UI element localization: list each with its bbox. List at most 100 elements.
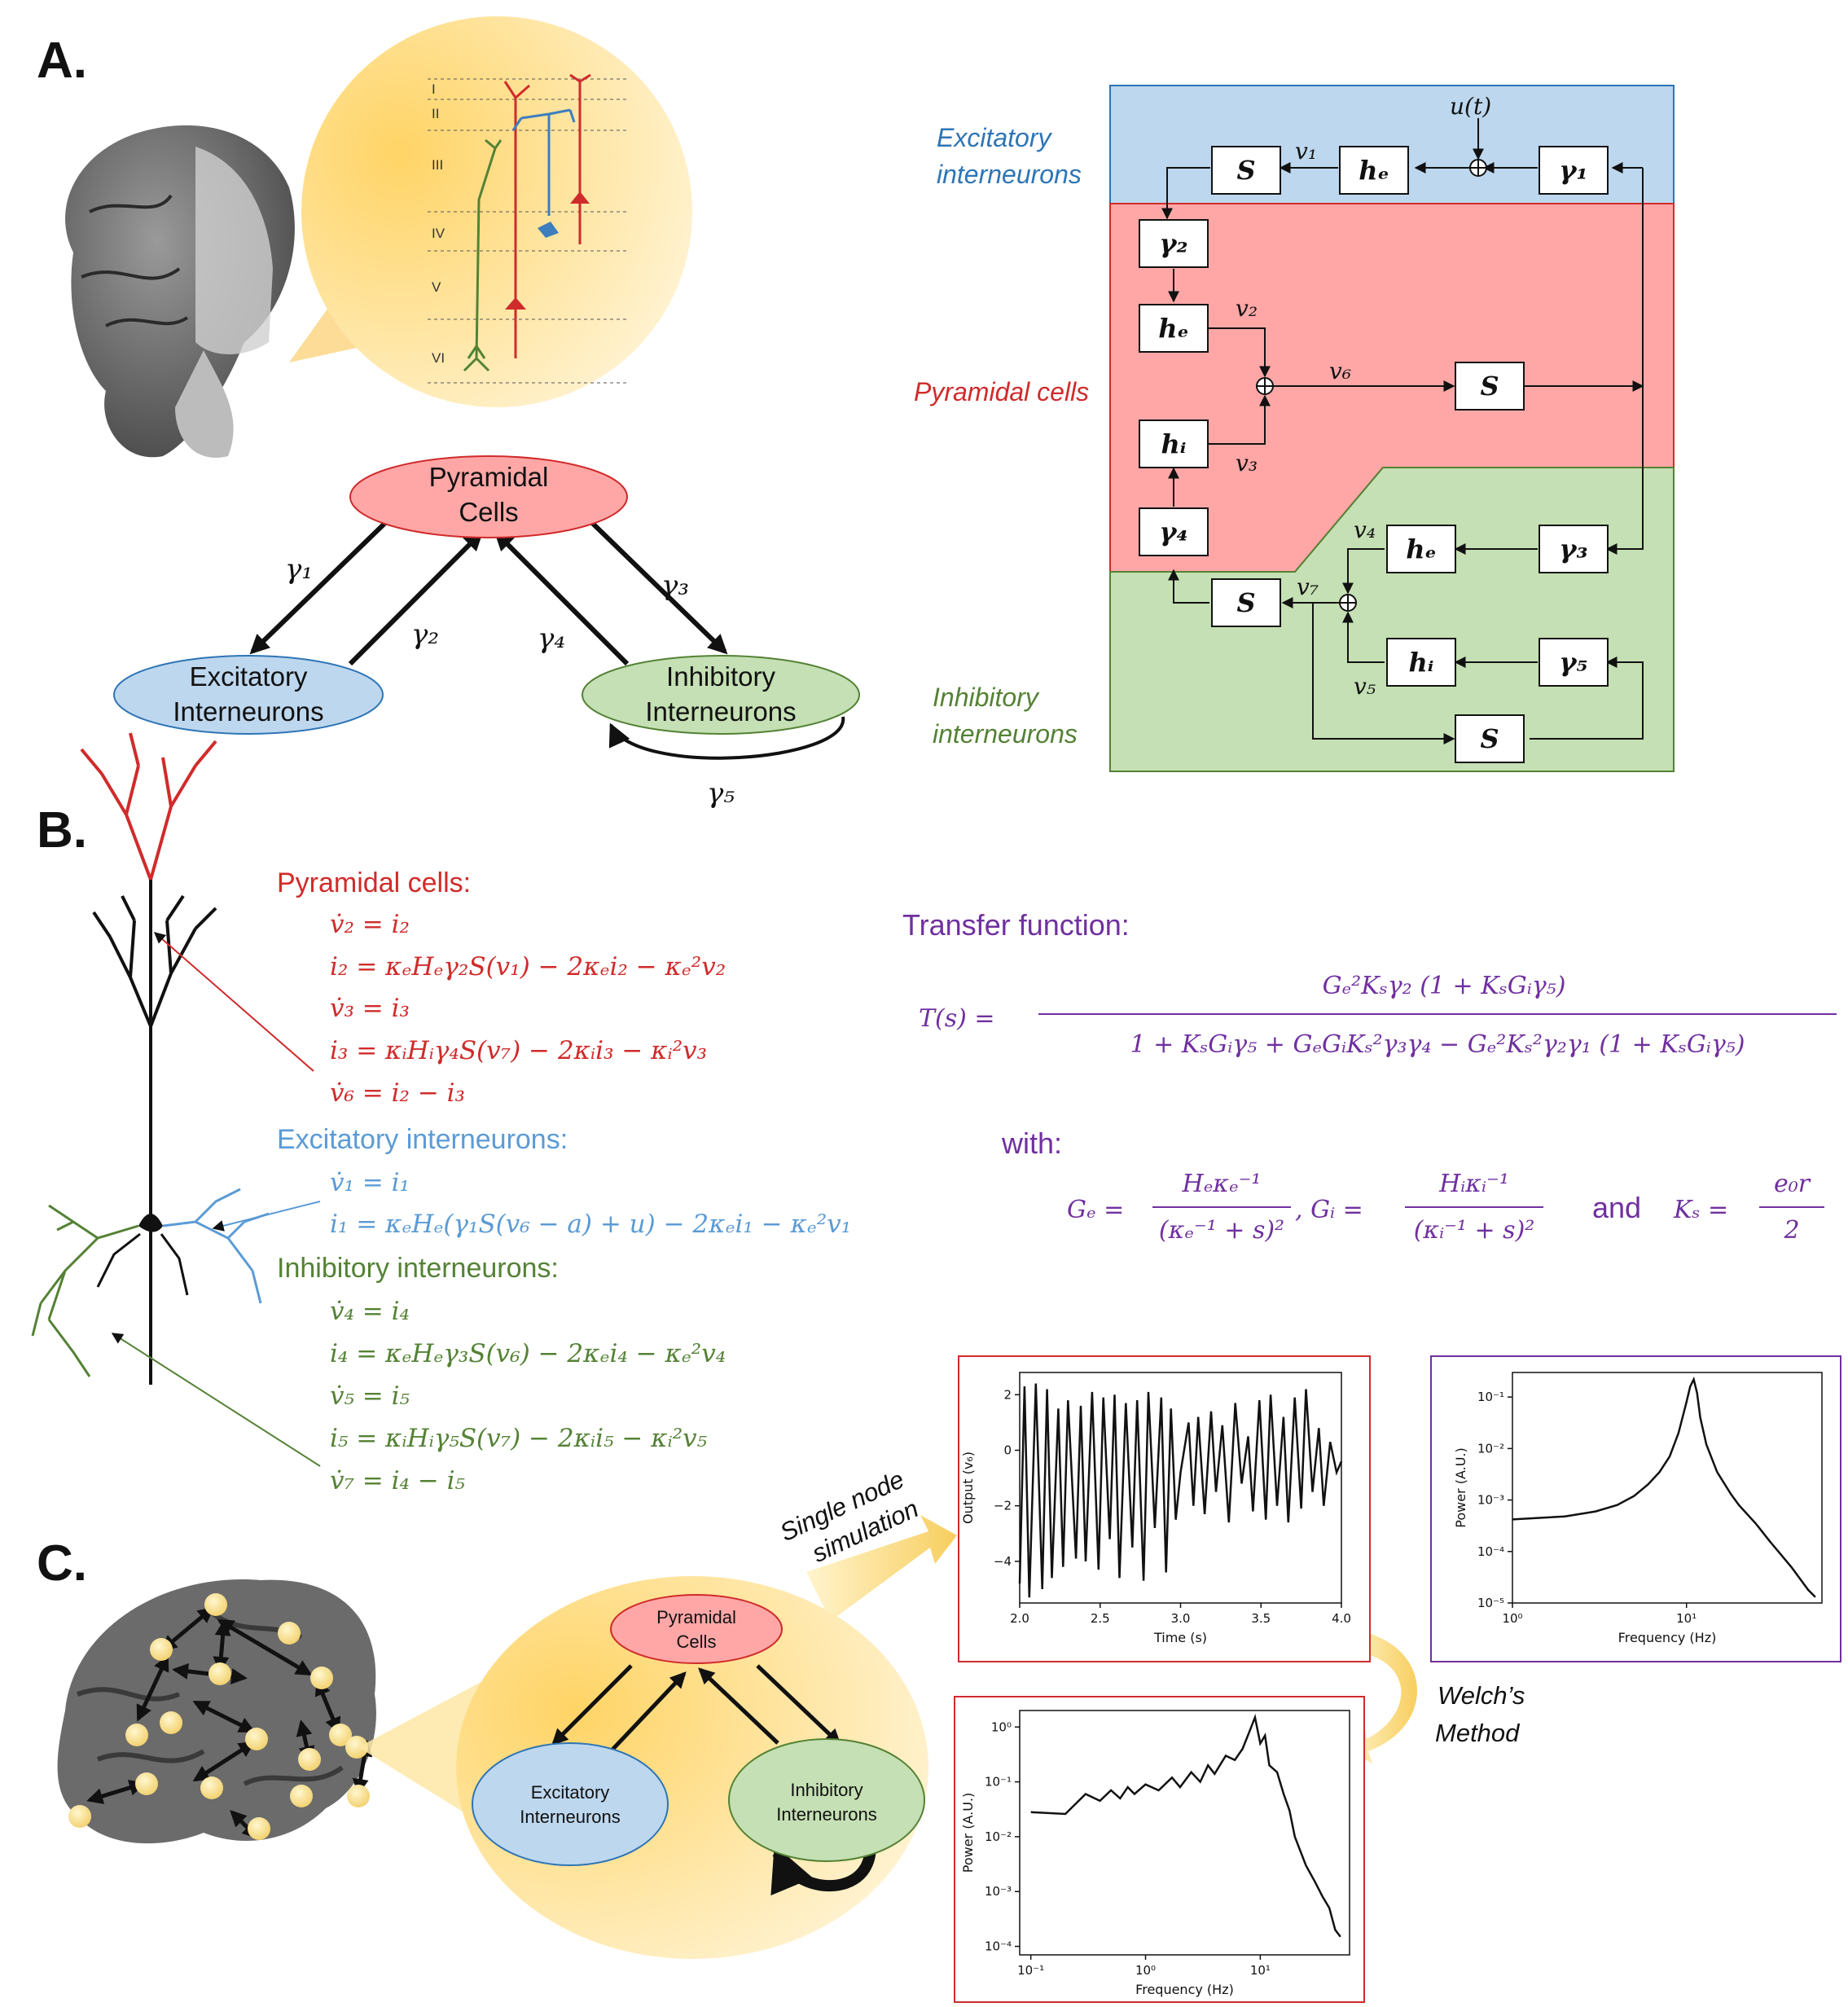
transfer-spectrum-frame <box>1430 1355 1841 1662</box>
block-gamma3-label: γ₃ <box>1559 534 1587 564</box>
x-tick-label: 3.0 <box>1171 1611 1191 1626</box>
layer-vi: VI <box>432 350 445 366</box>
block-s-inhibitory-out-label: S <box>1236 587 1255 618</box>
label-gamma4: γ₄ <box>538 622 565 655</box>
small-node-pyramidal-line2: Cells <box>677 1632 717 1652</box>
tf-lhs: T(s) = <box>919 1004 995 1033</box>
node-inhibitory <box>582 655 860 735</box>
node-inhibitory-line1: Inhibitory <box>666 661 775 692</box>
block-hi-inhibitory-label: hᵢ <box>1409 647 1434 678</box>
signal-v1: v₁ <box>1295 138 1317 165</box>
tf-gi-lhs: , Gᵢ = <box>1295 1196 1363 1224</box>
transfer-function: Transfer function: T(s) = Gₑ²Kₛγ₂ (1 + K… <box>902 908 1837 1245</box>
block-s-excitatory <box>1211 146 1281 195</box>
simulation-arrow <box>806 1515 957 1621</box>
y-tick-label: 10⁻³ <box>1477 1493 1504 1508</box>
y-axis-label: Output (v₆) <box>960 1451 976 1524</box>
y-tick-label: 10⁻⁵ <box>1477 1596 1504 1610</box>
tf-numerator: Gₑ²Kₛγ₂ (1 + KₛGᵢγ₅) <box>1323 972 1566 1000</box>
x-axis-label: Frequency (Hz) <box>1618 1630 1717 1645</box>
label-gamma2: γ₂ <box>411 618 439 651</box>
small-node-inhibitory-line2: Interneurons <box>776 1804 877 1825</box>
eq-pyr-2: i₂ = κₑHₑγ₂S(v₁) − 2κₑi₂ − κₑ²v₂ <box>330 952 726 982</box>
small-node-pyramidal <box>610 1594 783 1664</box>
block-he-pyramidal <box>1139 304 1209 353</box>
block-gamma5 <box>1539 638 1609 687</box>
single-node-graph: Pyramidal Cells Excitatory Interneurons … <box>472 1594 925 1896</box>
x-tick-label: 10¹ <box>1250 1963 1271 1978</box>
welch-line2: Method <box>1435 1719 1521 1747</box>
block-s-inhibitory-loop <box>1455 714 1525 763</box>
eq-header-inhibitory: Inhibitory interneurons: <box>277 1253 559 1284</box>
series-line-0 <box>1512 1376 1816 1598</box>
y-axis-label: Power (A.U.) <box>960 1793 976 1873</box>
block-hi-pyramidal-label: hᵢ <box>1161 428 1187 459</box>
block-he-excitatory-label: hₑ <box>1359 155 1389 186</box>
tf-with: with: <box>1001 1126 1062 1160</box>
block-s-pyramidal <box>1455 362 1525 411</box>
arrow-gamma4 <box>494 530 630 666</box>
y-tick-label: 10⁰ <box>991 1719 1012 1734</box>
block-s-inhibitory-loop-label: S <box>1480 723 1499 754</box>
layer-v: V <box>432 279 441 295</box>
block-he-inhibitory <box>1386 525 1456 573</box>
series-line-0 <box>1018 1383 1343 1598</box>
node-pyramidal <box>349 455 628 538</box>
block-gamma4-label: γ₄ <box>1159 516 1187 547</box>
y-axis-label: Power (A.U.) <box>1453 1447 1468 1528</box>
layer-neurons <box>463 73 591 372</box>
block-gamma5-label: γ₅ <box>1559 647 1587 678</box>
small-node-inhibitory-line1: Inhibitory <box>790 1780 863 1800</box>
block-s-pyramidal-label: S <box>1480 371 1499 402</box>
region-label-inhibitory-2: interneurons <box>933 719 1078 749</box>
block-gamma3 <box>1539 525 1609 573</box>
label-gamma3: γ₃ <box>661 569 689 602</box>
tf-and: and <box>1592 1191 1641 1224</box>
y-tick-label: 10⁻³ <box>985 1884 1012 1899</box>
y-tick-label: 10⁻⁴ <box>1477 1544 1504 1559</box>
x-axis-label: Time (s) <box>1153 1630 1207 1645</box>
eq-header-pyramidal: Pyramidal cells: <box>277 867 471 898</box>
tf-header: Transfer function: <box>902 908 1130 942</box>
layer-iii: III <box>432 157 443 173</box>
tf-ge-den: (κₑ⁻¹ + s)² <box>1159 1216 1284 1245</box>
tf-denominator: 1 + KₛGᵢγ₅ + GₑGᵢKₛ²γ₃γ₄ − Gₑ²Kₛ²γ₂γ₁ (1… <box>1130 1030 1745 1059</box>
y-tick-label: −4 <box>994 1554 1012 1569</box>
plot-area <box>1512 1372 1823 1604</box>
tf-gi-den: (κᵢ⁻¹ + s)² <box>1414 1216 1535 1245</box>
tf-ks-lhs: Kₛ = <box>1673 1196 1728 1224</box>
panel-b-label: B. <box>37 802 87 859</box>
input-label: u(t) <box>1450 93 1491 120</box>
tf-ks-num: e₀r <box>1774 1170 1811 1198</box>
region-label-pyramidal: Pyramidal cells <box>914 377 1089 406</box>
eq-inh-2: i₄ = κₑHₑγ₃S(v₆) − 2κₑi₄ − κₑ²v₄ <box>330 1339 726 1368</box>
block-s-excitatory-label: S <box>1236 155 1255 186</box>
arrow-gamma2 <box>348 530 484 666</box>
block-gamma2-label: γ₂ <box>1159 228 1187 259</box>
block-diagram: Excitatory interneurons Pyramidal cells … <box>914 85 1675 772</box>
eq-inh-4: i₅ = κᵢHᵢγ₅S(v₇) − 2κᵢi₅ − κᵢ²v₅ <box>330 1424 708 1453</box>
welch-spectrum-frame <box>954 1696 1365 2003</box>
region-label-inhibitory-1: Inhibitory <box>933 683 1040 712</box>
small-node-excitatory <box>472 1742 669 1866</box>
y-tick-label: −2 <box>994 1499 1012 1513</box>
brain-network <box>57 1579 376 1844</box>
block-he-pyramidal-label: hₑ <box>1158 313 1188 344</box>
series-line-0 <box>1030 1713 1341 1938</box>
population-graph: Pyramidal Cells Excitatory Interneurons … <box>113 455 860 810</box>
layer-ii: II <box>432 106 439 121</box>
plot-area <box>1019 1710 1350 1956</box>
equations: Pyramidal cells: v̇₂ = i₂ i₂ = κₑHₑγ₂S(v… <box>277 867 851 1495</box>
x-tick-label: 4.0 <box>1332 1611 1351 1626</box>
panel-a-label: A. <box>37 33 87 89</box>
y-tick-label: 10⁻¹ <box>985 1775 1012 1790</box>
arrow-gamma5 <box>608 716 845 760</box>
region-label-excitatory-1: Excitatory <box>937 123 1052 152</box>
cortex-bubble <box>301 16 692 407</box>
label-gamma1: γ₁ <box>285 553 313 586</box>
eq-exc-1: v̇₁ = i₁ <box>330 1168 410 1197</box>
eq-pyr-1: v̇₂ = i₂ <box>330 910 410 939</box>
node-excitatory-line1: Excitatory <box>190 661 308 692</box>
x-tick-label: 2.0 <box>1010 1611 1029 1626</box>
